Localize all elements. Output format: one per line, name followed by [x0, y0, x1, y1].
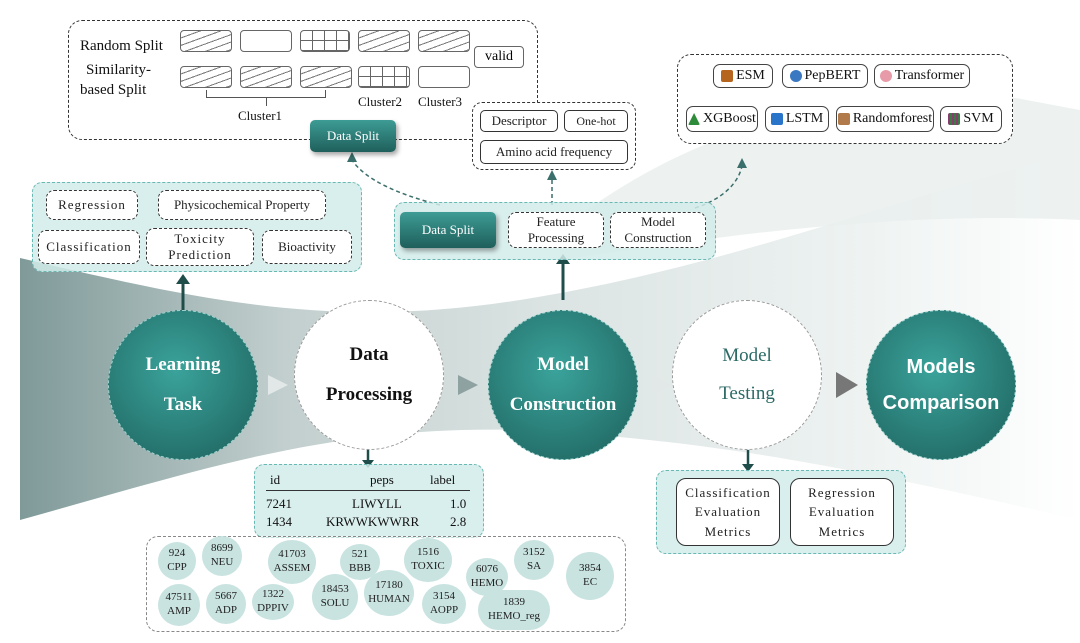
similarity-split-label-2: based Split — [80, 82, 147, 98]
table-row-2-peps: KRWWKWWRR — [326, 514, 420, 529]
data-split-top-button[interactable]: Data Split — [310, 120, 396, 152]
table-header-peps: peps — [370, 472, 394, 487]
table-row-1-label: 1.0 — [450, 496, 467, 511]
physchem-box: Physicochemical Property — [158, 190, 326, 220]
random-split-label: Random Split — [80, 38, 163, 54]
model-esm: ESM — [713, 64, 773, 88]
brain-icon — [879, 70, 892, 82]
model-transformer: Transformer — [874, 64, 970, 88]
cluster1-label: Cluster1 — [238, 108, 283, 123]
data-split-panel-button[interactable]: Data Split — [400, 212, 496, 248]
chevron-icon-1 — [268, 375, 288, 395]
model-xgboost: XGBoost — [686, 106, 758, 132]
bars-icon — [948, 113, 961, 125]
cluster1-bracket — [206, 90, 326, 98]
onehot-box: One-hot — [564, 110, 628, 132]
cluster1-fold-2 — [240, 66, 292, 88]
table-row-2-id: 1434 — [266, 514, 292, 529]
cluster3-label: Cluster3 — [418, 94, 463, 109]
magnifier-icon — [789, 70, 802, 82]
similarity-split-label-1: Similarity- — [86, 62, 151, 78]
book-icon — [837, 113, 850, 125]
feather-icon — [721, 70, 734, 82]
random-fold-5 — [418, 30, 470, 52]
table-header-label: label — [430, 472, 456, 487]
chevron-icon-4 — [836, 372, 858, 398]
valid-label: valid — [485, 49, 513, 64]
bioactivity-box: Bioactivity — [262, 230, 352, 264]
model-pepbert: PepBERT — [782, 64, 868, 88]
random-fold-2 — [240, 30, 292, 52]
table-row-1-peps: LIWYLL — [352, 496, 402, 511]
dashed-arrow-split — [351, 159, 441, 206]
cluster3-fold — [418, 66, 470, 88]
aa-frequency-box: Amino acid frequency — [480, 140, 628, 164]
model-lstm: LSTM — [765, 106, 829, 132]
model-svm: SVM — [940, 106, 1002, 132]
cluster1-bracket-stem — [266, 98, 267, 106]
descriptor-box: Descriptor — [480, 110, 558, 132]
table-row-1-id: 7241 — [266, 496, 292, 511]
tree-icon — [688, 113, 701, 125]
chevron-icon-2 — [458, 375, 478, 395]
classification-box: Classification — [38, 230, 140, 264]
cluster1-fold-1 — [180, 66, 232, 88]
valid-box: valid — [474, 46, 524, 68]
table-header-id: id — [270, 472, 281, 487]
chevron-icon-3 — [652, 375, 672, 395]
loop-icon — [770, 113, 783, 125]
regression-box: Regression — [46, 190, 138, 220]
random-fold-1 — [180, 30, 232, 52]
random-fold-3 — [300, 30, 350, 52]
table-header-rule — [266, 490, 470, 491]
table-row-2-label: 2.8 — [450, 514, 467, 529]
cluster1-fold-3 — [300, 66, 352, 88]
random-fold-4 — [358, 30, 410, 52]
cluster2-fold — [358, 66, 410, 88]
cluster2-label: Cluster2 — [358, 94, 403, 109]
model-randomforest: Randomforest — [836, 106, 934, 132]
